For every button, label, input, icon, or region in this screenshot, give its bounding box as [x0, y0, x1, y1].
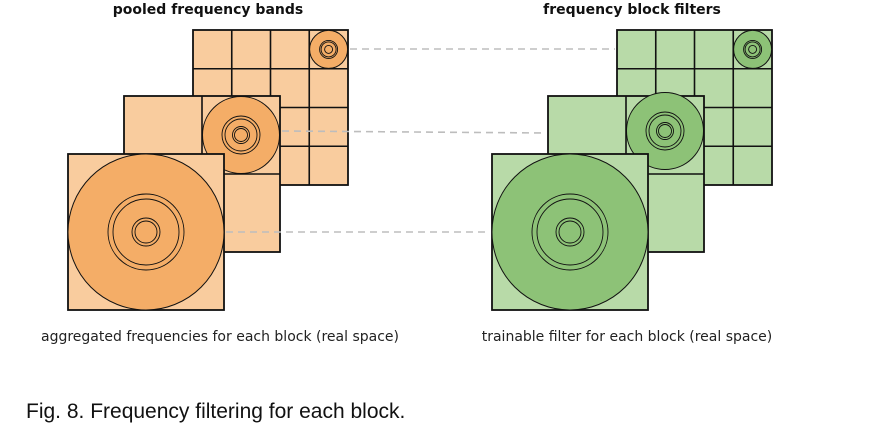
block-filters-stack	[491, 29, 773, 311]
connector-medium	[281, 130, 547, 134]
pooled-bands-stack	[67, 29, 349, 311]
orange-single-block	[67, 153, 225, 311]
green-medium-rings	[626, 92, 704, 170]
subtitle-aggregated-frequencies: aggregated frequencies for each block (r…	[41, 329, 399, 345]
green-single-block	[491, 153, 649, 311]
orange-large-rings	[67, 153, 225, 311]
green-large-rings	[491, 153, 649, 311]
green-small-rings	[733, 29, 773, 69]
subtitle-trainable-filter: trainable filter for each block (real sp…	[482, 329, 773, 345]
connector-lines	[226, 48, 615, 233]
orange-small-rings	[309, 29, 349, 69]
header-frequency-block-filters: frequency block filters	[543, 2, 721, 18]
header-pooled-frequency-bands: pooled frequency bands	[113, 2, 303, 18]
figure-caption: Fig. 8. Frequency filtering for each blo…	[26, 400, 405, 423]
